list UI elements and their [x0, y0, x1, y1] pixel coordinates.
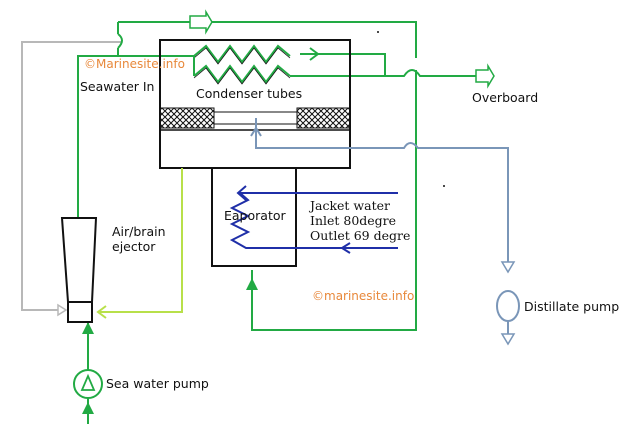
evaporator-box	[211, 167, 297, 267]
watermark-top: ©Marinesite.info	[84, 57, 185, 71]
overboard-arrow	[475, 63, 495, 89]
seawater-inner-arrow	[309, 47, 320, 61]
jacket-water-coil	[229, 192, 290, 249]
condenser-tube-lower-shadow	[193, 67, 291, 85]
distillate-line	[255, 118, 509, 262]
air-brine-ejector	[60, 217, 98, 303]
brine-arrow	[96, 305, 107, 319]
seawater-circuit	[77, 21, 478, 424]
label-jacket-inlet: Inlet 80degre	[310, 213, 396, 228]
jacket-outlet-arrow	[340, 242, 351, 254]
label-seawater-in: Seawater In	[80, 79, 154, 94]
watermark-bottom: ©marinesite.info	[312, 289, 414, 303]
seawater-top-arrow	[189, 9, 213, 35]
distillate-collect-arrow	[250, 126, 262, 137]
label-distillate-pump: Distillate pump	[524, 299, 619, 314]
distillate-pump-outlet-arrow	[500, 333, 516, 346]
condenser-tube-upper	[193, 44, 291, 64]
pump-discharge-arrow	[82, 322, 94, 334]
jacket-inlet-arrow	[236, 185, 247, 201]
label-overboard: Overboard	[472, 90, 538, 105]
demister-right	[296, 107, 351, 129]
distillate-down-arrow	[500, 261, 516, 274]
air-suction-arrow	[57, 303, 68, 317]
seawater-return-arrow	[246, 278, 258, 290]
label-sea-water-pump: Sea water pump	[106, 376, 209, 391]
label-evaporator: Eaporator	[224, 208, 286, 223]
label-jacket-water: Jacket water	[308, 198, 390, 213]
label-jacket-outlet: Outlet 69 degre	[310, 228, 410, 243]
sea-water-pump	[73, 369, 103, 399]
brine-line	[100, 168, 183, 313]
air-suction-line	[21, 41, 122, 311]
ejector-nozzle	[67, 301, 93, 323]
label-ejector-1: Air/brain	[112, 224, 166, 239]
label-condenser-tubes: Condenser tubes	[196, 86, 302, 101]
pump-suction-arrow	[82, 402, 94, 414]
condenser-tube-lower	[193, 64, 291, 84]
demister-left	[159, 107, 215, 129]
stray-dot	[377, 31, 379, 33]
sea-water-pump-triangle	[80, 373, 96, 391]
distillate-pump	[496, 290, 520, 322]
label-ejector-2: ejector	[112, 239, 156, 254]
stray-dot	[443, 185, 445, 187]
condenser-tube-upper-shadow	[193, 47, 291, 65]
